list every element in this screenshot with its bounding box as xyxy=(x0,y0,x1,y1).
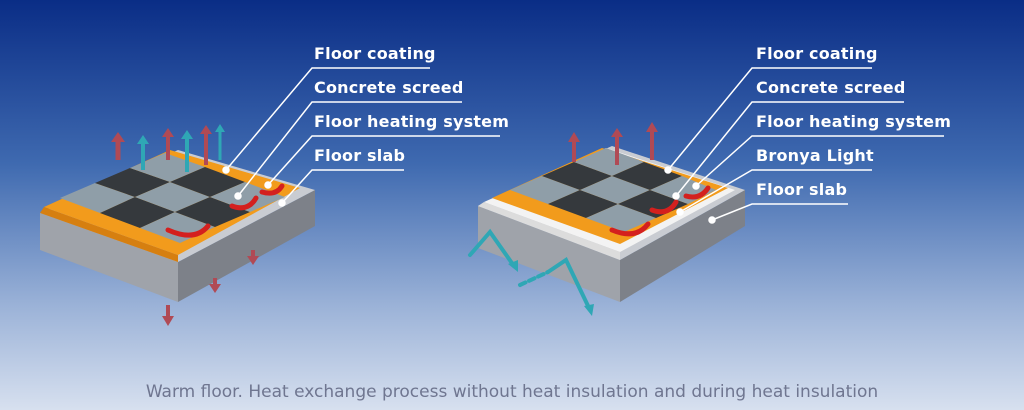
arrow-head xyxy=(162,128,174,137)
leader-dot xyxy=(278,199,286,207)
tile xyxy=(135,182,210,212)
leader-line xyxy=(281,169,404,204)
tile xyxy=(510,176,580,204)
label-floor-slab-left: Floor slab xyxy=(314,146,406,165)
reflected-heat-arrow xyxy=(468,228,516,268)
heating-pipe xyxy=(165,223,211,238)
left-slab-front xyxy=(40,213,178,302)
reflected-heat-arrow xyxy=(546,257,592,312)
arrow-head xyxy=(215,124,225,132)
tile xyxy=(60,183,135,213)
right-heating-pipes xyxy=(609,185,711,237)
tile xyxy=(580,176,650,204)
tile xyxy=(586,204,656,232)
tile xyxy=(574,148,644,176)
left-floor-assembly xyxy=(40,67,500,326)
leader-dot xyxy=(222,166,230,174)
label-concrete-screed-right: Concrete screed xyxy=(756,78,906,97)
label-floor-heating-right: Floor heating system xyxy=(756,112,952,131)
tile xyxy=(175,197,250,227)
tile xyxy=(130,153,205,182)
leader-line xyxy=(679,169,872,213)
heating-pipe xyxy=(649,199,679,215)
tile xyxy=(95,168,170,197)
leader-dot xyxy=(692,182,700,190)
arrow-head xyxy=(209,284,221,293)
leader-dot xyxy=(234,192,242,200)
reflected-heat-arrow xyxy=(518,270,550,287)
leader-line xyxy=(695,135,944,187)
arrow-head xyxy=(568,132,580,142)
arrow-head xyxy=(200,125,212,134)
heating-pipe xyxy=(683,185,711,200)
left-slab-side xyxy=(178,190,315,302)
left-heat-arrows-up xyxy=(111,124,225,172)
tile xyxy=(542,162,612,190)
leader-line xyxy=(225,67,430,171)
arrow-head xyxy=(611,128,623,137)
heating-pipe xyxy=(259,183,285,196)
leader-line xyxy=(237,101,462,197)
leader-dot xyxy=(264,181,272,189)
left-heating-pipes xyxy=(165,183,285,238)
right-leader-lines xyxy=(664,67,944,224)
right-heat-arrows-up xyxy=(568,122,658,165)
label-floor-slab-right: Floor slab xyxy=(756,180,848,199)
leader-dot xyxy=(676,208,684,216)
arrow-head xyxy=(646,122,658,132)
right-slab-front xyxy=(478,206,620,302)
right-insulation-front xyxy=(478,202,620,260)
arrow-head xyxy=(111,132,125,142)
arrow-head xyxy=(137,135,149,144)
tile xyxy=(612,162,682,190)
leader-line xyxy=(667,67,872,171)
left-leader-lines xyxy=(222,67,500,207)
label-floor-coating-right: Floor coating xyxy=(756,44,878,63)
heating-pipe xyxy=(609,221,651,237)
arrow-head xyxy=(181,130,193,139)
left-tile-grid xyxy=(60,153,285,243)
leader-dot xyxy=(708,216,716,224)
label-concrete-screed-left: Concrete screed xyxy=(314,78,464,97)
tile xyxy=(170,167,245,197)
heating-pipe xyxy=(229,195,259,211)
diagram-caption: Warm floor. Heat exchange process withou… xyxy=(145,382,879,402)
tile xyxy=(100,197,175,228)
tile xyxy=(210,182,285,212)
label-floor-coating-left: Floor coating xyxy=(314,44,436,63)
arrow-head xyxy=(247,256,259,265)
leader-line xyxy=(675,101,904,197)
leader-dot xyxy=(664,166,672,174)
leader-dot xyxy=(672,192,680,200)
arrow-head xyxy=(162,316,174,326)
arrow-head xyxy=(508,260,518,272)
arrow-head xyxy=(584,304,594,316)
right-tile-grid xyxy=(510,148,716,232)
left-screed-front xyxy=(40,207,178,262)
right-floor-assembly xyxy=(468,67,944,316)
right-reflected-arrows xyxy=(468,228,594,316)
left-heat-arrows-down xyxy=(162,250,259,326)
label-floor-heating-left: Floor heating system xyxy=(314,112,510,131)
leader-line xyxy=(267,135,500,186)
tile xyxy=(548,190,618,218)
leader-line xyxy=(711,203,848,221)
label-bronya-light-right: Bronya Light xyxy=(756,146,874,165)
